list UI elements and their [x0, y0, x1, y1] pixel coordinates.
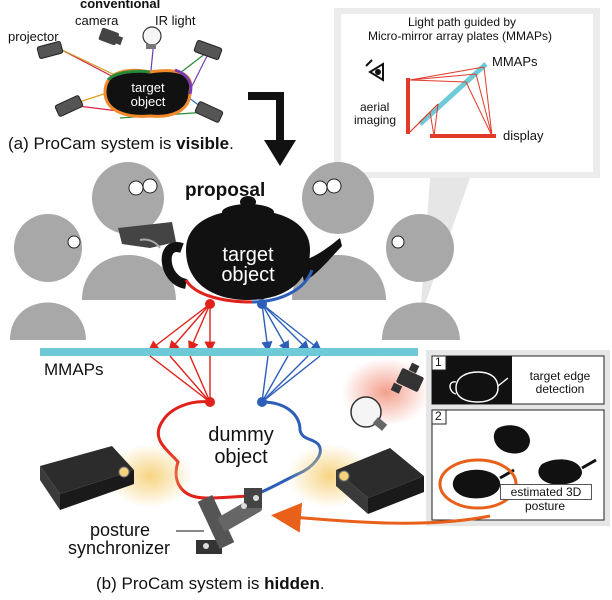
mmap-inset-panel — [334, 8, 600, 178]
camera-label: camera — [75, 13, 119, 28]
step-2-number: 2 — [435, 409, 442, 423]
ir-light-bottom — [350, 396, 388, 431]
down-arrow — [248, 92, 296, 166]
inset-mmaps-label: MMAPs — [492, 54, 538, 69]
conventional-target-label-1: target — [131, 80, 165, 95]
caption-b-suffix: . — [319, 574, 325, 593]
inset-title-1: Light path guided by — [407, 15, 517, 29]
caption-b-prefix: (b) ProCam system is — [96, 574, 265, 593]
figure-eyes — [67, 178, 405, 249]
caption-a-prefix: (a) ProCam system is — [8, 134, 177, 153]
light-paths-lower — [149, 355, 321, 403]
step-1-number: 1 — [435, 355, 442, 369]
step-2-label-2: posture — [524, 499, 566, 513]
dummy-label-2: object — [214, 446, 268, 468]
hand — [118, 222, 176, 248]
step-1-label-1: target edge — [529, 369, 591, 383]
dummy-label-1: dummy — [208, 424, 274, 446]
display-label: display — [503, 128, 544, 143]
caption-a-bold: visible — [176, 134, 230, 153]
step-1-label-2: detection — [535, 382, 585, 396]
conventional-target-label-2: object — [130, 94, 166, 109]
ir-light-label: IR light — [155, 13, 196, 28]
caption-b: (b) ProCam system is hidden. — [96, 574, 325, 594]
projector-label: projector — [8, 29, 59, 44]
aerial-label-1: aerial — [360, 100, 390, 114]
conventional-illustration — [36, 26, 224, 123]
projector-left — [40, 446, 134, 510]
caption-b-bold: hidden — [264, 574, 320, 593]
target-label-2: object — [221, 264, 275, 286]
teapot-target — [161, 196, 342, 304]
mmap-plate — [40, 348, 418, 356]
conventional-title: conventional — [80, 0, 161, 11]
posture-synchronizer-robot — [196, 488, 262, 554]
feedback-arrow — [271, 502, 491, 533]
posture-label-2: synchronizer — [68, 538, 171, 558]
mmaps-label: MMAPs — [44, 360, 104, 379]
step-2-label-1: estimated 3D — [500, 484, 592, 500]
light-paths-upper — [147, 303, 323, 353]
caption-a: (a) ProCam system is visible. — [8, 134, 234, 154]
caption-a-suffix: . — [229, 134, 234, 153]
target-label-1: target — [222, 244, 274, 266]
posture-label-1: posture — [90, 520, 151, 540]
inset-title-2: Micro-mirror array plates (MMAPs) — [367, 29, 552, 43]
aerial-label-2: imaging — [354, 113, 397, 127]
proposal-label: proposal — [185, 180, 266, 201]
projector-right — [336, 448, 424, 514]
camera-bottom — [390, 362, 424, 394]
